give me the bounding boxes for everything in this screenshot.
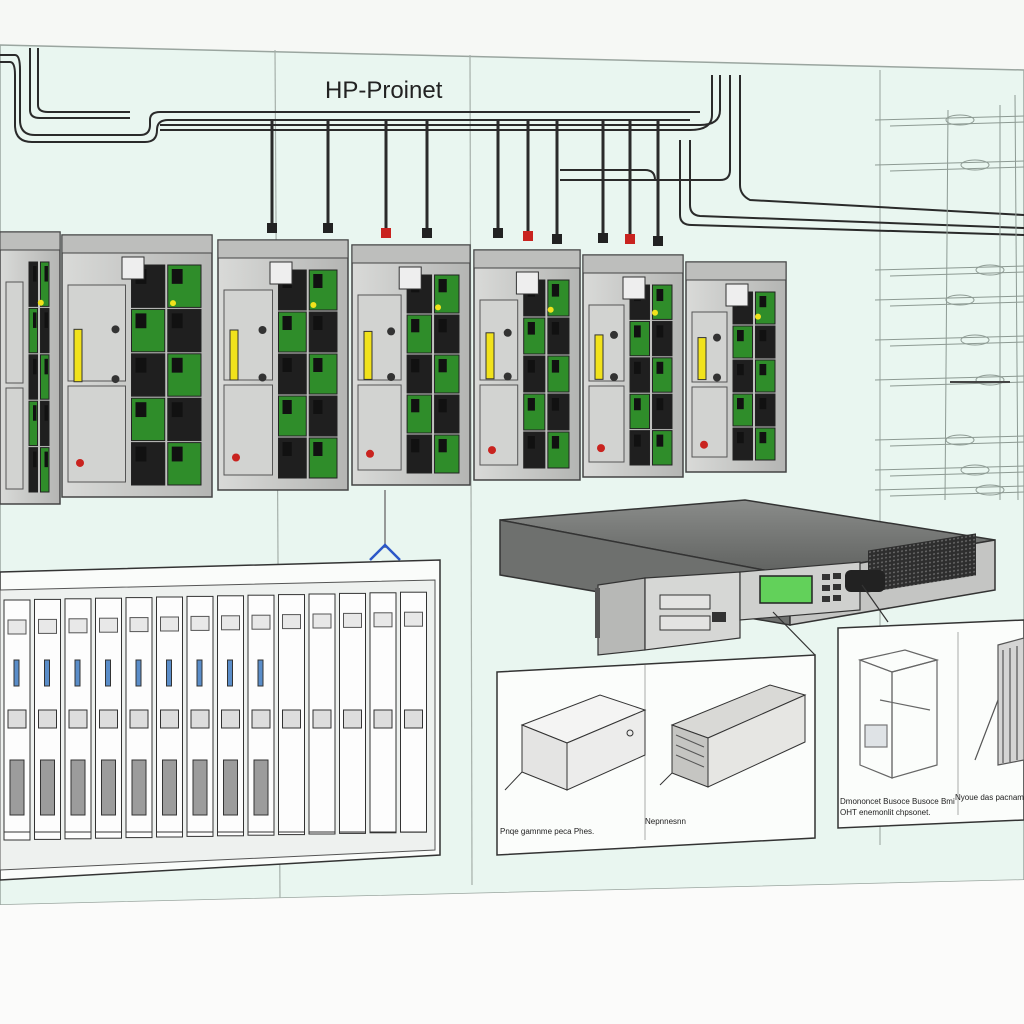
cable-connector-icon xyxy=(653,236,663,246)
status-led xyxy=(435,304,442,311)
status-led xyxy=(366,449,374,458)
server-blade-icon xyxy=(685,261,787,473)
status-led xyxy=(488,446,496,455)
cable-connector-icon xyxy=(493,228,503,238)
blade-slot xyxy=(369,592,397,834)
server-blade-icon xyxy=(0,231,61,505)
status-led xyxy=(37,299,44,306)
status-led xyxy=(170,300,176,307)
cable-connector-icon xyxy=(381,228,391,238)
status-led xyxy=(700,440,708,449)
status-led xyxy=(697,337,707,381)
blade-slot xyxy=(278,594,305,836)
blade-slot xyxy=(217,595,244,837)
server-blade-icon xyxy=(473,249,581,481)
blade-slot xyxy=(3,599,31,841)
status-led xyxy=(485,332,495,380)
glass-cabinet-icon xyxy=(857,649,940,779)
blade-slot xyxy=(95,597,122,839)
status-led xyxy=(73,328,83,383)
lcd-display xyxy=(759,575,813,604)
caption-far-right: Nyoue das pacnamo. xyxy=(955,793,1024,802)
link-connector-icon xyxy=(369,490,401,561)
caption-left: Pnqe gamnme peca Phes. xyxy=(500,827,594,836)
blade-slot xyxy=(64,598,92,840)
cable-bundle xyxy=(0,48,1024,236)
server-blade-icon xyxy=(351,244,471,486)
cable-connector-icon xyxy=(267,223,277,233)
blade-slot xyxy=(186,595,214,837)
blade-slot xyxy=(156,596,183,838)
status-led xyxy=(363,330,373,380)
cable-connector-icon xyxy=(598,233,608,243)
cable-connector-icon xyxy=(323,223,333,233)
caption-right-1: Dmononcet Busoce Busoce Bmi xyxy=(840,797,955,806)
server-blade-icon xyxy=(217,239,349,491)
status-led xyxy=(76,458,84,467)
status-led xyxy=(594,334,604,380)
blade-slot xyxy=(400,591,427,833)
disk-module-icon xyxy=(659,684,807,788)
cable-connector-icon xyxy=(523,231,533,241)
status-led xyxy=(547,306,554,313)
caption-right-2: OHT enemonlit chpsonet. xyxy=(840,808,931,817)
server-blade-icon xyxy=(582,254,684,478)
blade-slot xyxy=(125,597,153,839)
storage-box-icon xyxy=(504,694,647,791)
status-led xyxy=(229,329,239,381)
status-led xyxy=(597,444,605,453)
status-led xyxy=(652,309,658,316)
cable-frame-icon xyxy=(974,637,1024,766)
wireframe-tower xyxy=(874,94,1024,501)
server-blade-icon xyxy=(61,234,213,498)
blade-slot xyxy=(247,594,275,836)
blade-slot xyxy=(34,598,61,840)
status-led xyxy=(310,302,317,308)
cable-connector-icon xyxy=(552,234,562,244)
status-led xyxy=(232,453,240,462)
cabinet-panel xyxy=(837,584,1024,829)
cable-connector-icon xyxy=(625,234,635,244)
blade-slot xyxy=(308,593,336,835)
blade-slot xyxy=(339,592,366,834)
blade-enclosure xyxy=(0,559,441,881)
rack-switch-icon xyxy=(499,499,996,656)
cable-connector-icon xyxy=(422,228,432,238)
server-rack-row xyxy=(0,231,787,505)
status-led xyxy=(755,313,761,320)
caption-middle: Nepnnesnn xyxy=(645,817,686,826)
cable-drops xyxy=(267,120,663,246)
diagram-title: HP-Proinet xyxy=(325,77,443,104)
